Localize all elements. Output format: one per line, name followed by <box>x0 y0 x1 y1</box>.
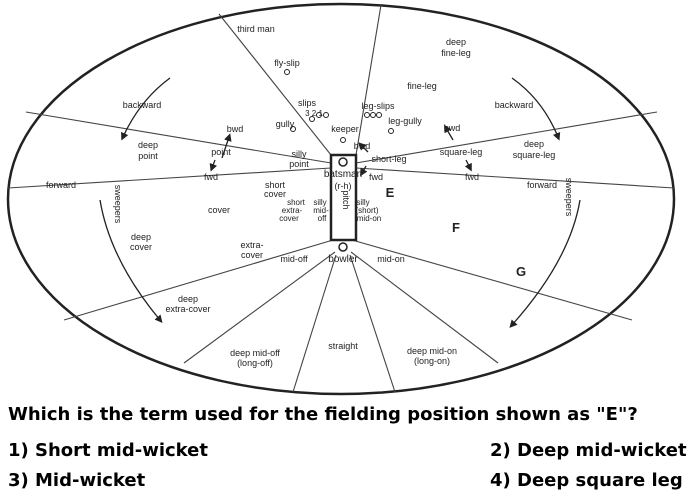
deep-square-leg-label-1: deep <box>524 139 544 149</box>
slips-label: slips <box>298 98 317 108</box>
fly-slip-label: fly-slip <box>274 58 300 68</box>
mid-on-label: mid-on <box>377 254 405 264</box>
deep-mid-on-label-2: (long-on) <box>414 356 450 366</box>
field-boundary <box>6 2 676 396</box>
fwd-near-label: fwd <box>369 172 383 182</box>
leg-gully-label: leg-gully <box>388 116 422 126</box>
silly-mid-on-label-1: silly <box>356 198 369 207</box>
square-leg-label: square-leg <box>440 147 483 157</box>
fwd-leg-label: fwd <box>465 172 479 182</box>
short-extra-cover-label-2: extra- <box>282 206 303 215</box>
answer-option-2[interactable]: 2) Deep mid-wicket <box>490 440 687 461</box>
short-leg-label: short-leg <box>371 154 406 164</box>
deep-point-label-2: point <box>138 151 158 161</box>
sweepers-left-label: sweepers <box>113 185 123 224</box>
silly-mid-off-label-3: off <box>318 214 328 223</box>
silly-mid-on-label-2: (short) <box>355 206 378 215</box>
deep-mid-off-label-2: (long-off) <box>237 358 273 368</box>
answer-option-1[interactable]: 1) Short mid-wicket <box>8 440 208 461</box>
question-block: Which is the term used for the fielding … <box>0 400 700 500</box>
sweepers-right-label: sweepers <box>564 178 574 217</box>
deep-point-label-1: deep <box>138 140 158 150</box>
pitch-rectangle <box>329 153 358 242</box>
marker-e: E <box>386 185 395 200</box>
fielding-position-labels: third man deep fine-leg fly-slip fine-le… <box>46 24 557 368</box>
short-cover-label-1: short <box>265 180 286 190</box>
right-handed-label: (r-h) <box>335 181 352 191</box>
deep-fine-leg-label-2: fine-leg <box>441 48 471 58</box>
fine-leg-label: fine-leg <box>407 81 437 91</box>
batsman-marker <box>338 157 348 167</box>
short-extra-cover-label-3: cover <box>279 214 299 223</box>
silly-point-label-2: point <box>289 159 309 169</box>
cover-label: cover <box>208 205 230 215</box>
mid-off-label: mid-off <box>280 254 308 264</box>
silly-point-label-1: silly <box>292 149 307 159</box>
backward-leg-label: backward <box>495 100 534 110</box>
deep-fine-leg-label-1: deep <box>446 37 466 47</box>
deep-extra-cover-label-1: deep <box>178 294 198 304</box>
answer-option-3[interactable]: 3) Mid-wicket <box>8 470 146 491</box>
straight-label: straight <box>328 341 358 351</box>
marker-f: F <box>452 220 460 235</box>
question-text: Which is the term used for the fielding … <box>8 404 638 425</box>
deep-cover-label-1: deep <box>131 232 151 242</box>
point-label: point <box>211 147 231 157</box>
fielder-markers <box>284 69 394 143</box>
extra-cover-label-2: cover <box>241 250 263 260</box>
silly-mid-on-label-3: mid-on <box>357 214 381 223</box>
bowler-label: bowler <box>328 254 358 265</box>
bwd-near-label: bwd <box>354 141 371 151</box>
pitch-label: pitch <box>341 190 351 209</box>
deep-square-leg-label-2: square-leg <box>513 150 556 160</box>
short-cover-label-2: cover <box>264 189 286 199</box>
deep-cover-label-2: cover <box>130 242 152 252</box>
deep-extra-cover-label-2: extra-cover <box>165 304 210 314</box>
deep-mid-on-label-1: deep mid-on <box>407 346 457 356</box>
direction-arrows <box>99 77 581 328</box>
backward-off-label: backward <box>123 100 162 110</box>
short-extra-cover-label-1: short <box>287 198 306 207</box>
cricket-field-diagram: pitch batsman (r-h) bowler third man dee… <box>6 2 676 396</box>
marker-g: G <box>516 264 526 279</box>
leg-slips-label: leg-slips <box>361 101 395 111</box>
answer-option-4[interactable]: 4) Deep square leg <box>490 470 683 491</box>
forward-off-label: forward <box>46 180 76 190</box>
fwd-off-label: fwd <box>204 172 218 182</box>
deep-mid-off-label-1: deep mid-off <box>230 348 280 358</box>
bwd-leg-label: bwd <box>444 123 461 133</box>
field-dividers <box>7 4 675 393</box>
silly-mid-off-label-2: mid- <box>313 206 329 215</box>
silly-mid-off-label-1: silly <box>313 198 326 207</box>
bowler-marker <box>338 242 348 252</box>
extra-cover-label-1: extra- <box>240 240 263 250</box>
keeper-label: keeper <box>331 124 359 134</box>
bwd-off-label: bwd <box>227 124 244 134</box>
forward-leg-label: forward <box>527 180 557 190</box>
gully-label: gully <box>276 119 295 129</box>
slip-numbers-label: 3 2 1 <box>305 109 323 118</box>
third-man-label: third man <box>237 24 275 34</box>
batsman-label: batsman <box>324 169 362 180</box>
